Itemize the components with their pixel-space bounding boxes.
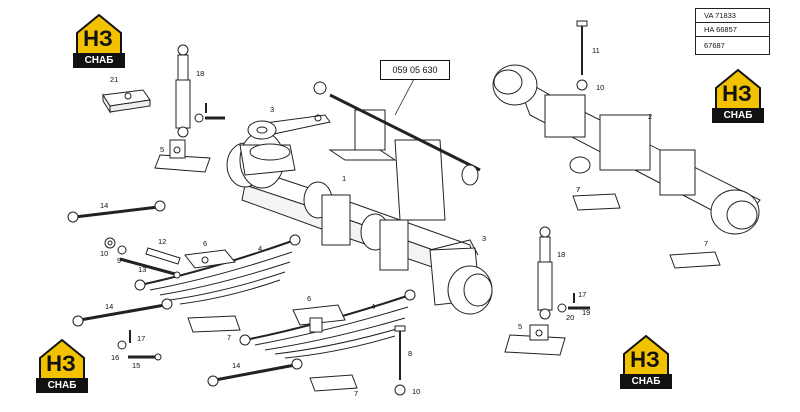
steering-arm-assembly	[313, 81, 481, 221]
torque-rod-lower	[207, 358, 303, 387]
logo-house-icon	[39, 338, 85, 381]
mounting-plate-b	[309, 374, 358, 392]
callout-16: 16	[111, 353, 119, 362]
callout-14: 14	[232, 361, 240, 370]
callout-10: 10	[100, 249, 108, 258]
logo-subtitle: СНАБ	[620, 374, 672, 389]
logo-subtitle: СНАБ	[73, 53, 125, 68]
callout-6: 6	[307, 294, 311, 303]
callout-9: 9	[117, 256, 121, 265]
callout-6: 6	[203, 239, 207, 248]
logo-letters: НЗ	[83, 26, 113, 51]
callout-7: 7	[354, 389, 358, 398]
spring-plate-lower	[292, 304, 346, 333]
shock-absorber-right	[537, 226, 553, 320]
torque-rod-upper	[67, 200, 166, 223]
steering-arm-upper	[247, 114, 331, 140]
callout-20: 20	[566, 313, 574, 322]
callout-21: 21	[110, 75, 118, 84]
reference-code-ha: HA 66857	[696, 23, 769, 37]
nut-10b	[394, 384, 406, 396]
brand-logo-bottom-right: НЗ СНАБ	[620, 332, 672, 392]
callout-3: 3	[482, 234, 486, 243]
shock-bracket-left	[154, 139, 211, 173]
callout-3: 3	[270, 105, 274, 114]
callout-19: 19	[582, 308, 590, 317]
logo-house-icon	[623, 334, 669, 377]
reference-code-box: VA 71833 HA 66857 67687	[695, 8, 770, 55]
logo-letters: НЗ	[46, 351, 76, 376]
callout-18: 18	[557, 250, 565, 259]
callout-7: 7	[704, 239, 708, 248]
callout-7: 7	[576, 185, 580, 194]
washer-16	[117, 340, 127, 350]
bump-stop-pad	[102, 89, 151, 114]
stud-8	[394, 325, 406, 380]
callout-7: 7	[227, 333, 231, 342]
mounting-plate-c	[572, 193, 621, 211]
nut-10a	[104, 237, 116, 249]
stud-11	[576, 20, 588, 75]
callout-14: 14	[105, 302, 113, 311]
callout-8: 8	[408, 349, 412, 358]
callout-4: 4	[371, 302, 375, 311]
u-bolt-12	[145, 247, 181, 265]
callout-5: 5	[160, 145, 164, 154]
logo-subtitle: СНАБ	[712, 108, 764, 123]
spring-plate-upper	[184, 249, 236, 269]
callout-12: 12	[158, 237, 166, 246]
logo-subtitle: СНАБ	[36, 378, 88, 393]
right-wheel-hub	[429, 239, 493, 315]
callout-2: 2	[648, 112, 652, 121]
rear-axle-housing	[492, 64, 761, 235]
left-steering-knuckle	[226, 131, 296, 189]
shock-absorber-left	[175, 44, 191, 138]
callout-4: 4	[258, 244, 262, 253]
callout-1: 1	[342, 174, 346, 183]
mounting-plate-a	[187, 315, 241, 333]
bolt-upper-shock	[194, 103, 225, 123]
callout-14: 14	[100, 201, 108, 210]
logo-letters: НЗ	[630, 347, 660, 372]
callout-17: 17	[137, 334, 145, 343]
shock-bracket-right	[504, 324, 566, 356]
bolt-13	[119, 257, 181, 279]
front-axle-beam	[239, 164, 476, 281]
callout-10: 10	[412, 387, 420, 396]
callout-18: 18	[196, 69, 204, 78]
leaf-spring-lower	[239, 289, 416, 359]
callout-15: 15	[132, 361, 140, 370]
callout-7: 7	[576, 185, 580, 194]
callout-labels: 21 18 3 5 1 14 12 6 4 10 9 13 14 17 16 1…	[100, 46, 708, 398]
callout-10: 10	[596, 83, 604, 92]
logo-letters: НЗ	[722, 81, 752, 106]
callout-11: 11	[592, 46, 600, 55]
brand-logo-top-left: НЗ СНАБ	[73, 11, 125, 71]
washer-9	[117, 245, 127, 255]
callout-17: 17	[578, 290, 586, 299]
part-number-box: 059 05 630	[380, 60, 450, 80]
callout-5: 5	[518, 322, 522, 331]
reference-code-id: 67687	[704, 41, 725, 50]
leaf-spring-upper	[134, 234, 301, 305]
logo-house-icon	[715, 68, 761, 111]
brand-logo-bottom-left: НЗ СНАБ	[36, 336, 88, 396]
nut-10c	[576, 79, 588, 91]
reference-code-va: VA 71833	[696, 9, 769, 23]
callout-13: 13	[138, 265, 146, 274]
bolt-19	[557, 293, 590, 313]
logo-house-icon	[76, 13, 122, 56]
mounting-plate-d	[669, 251, 721, 269]
torque-rod-middle	[72, 298, 173, 327]
brand-logo-top-right: НЗ СНАБ	[712, 66, 764, 126]
bolt-15	[128, 353, 162, 361]
